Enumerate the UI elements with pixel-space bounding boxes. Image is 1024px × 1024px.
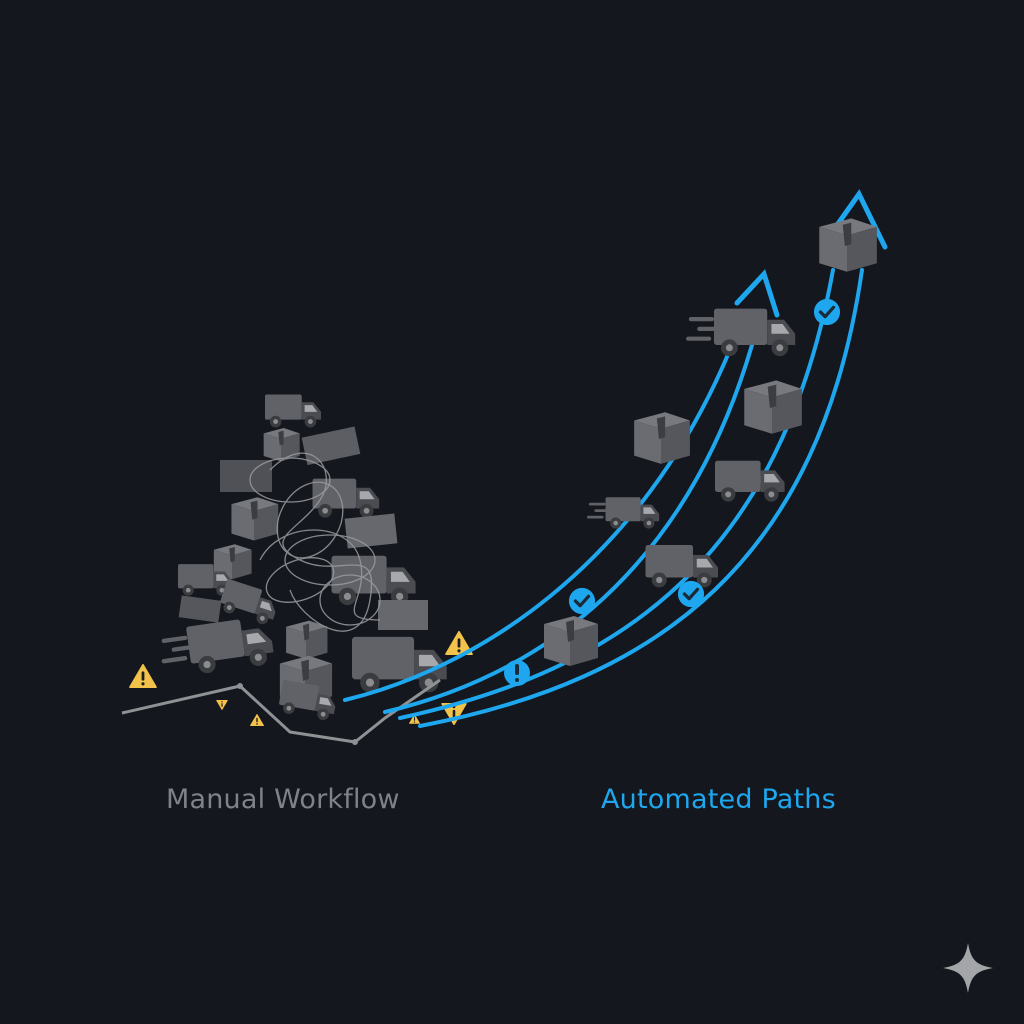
shipping-label-icon xyxy=(378,600,428,630)
automated-path-4 xyxy=(418,268,864,728)
shipping-label-icon xyxy=(301,426,361,466)
warning-icon xyxy=(129,664,157,688)
manual-workflow-pile xyxy=(121,394,447,745)
delivery-truck-icon xyxy=(265,394,322,428)
package-box-icon xyxy=(286,620,328,659)
exclamation-circle-icon xyxy=(504,660,530,686)
delivery-truck-icon xyxy=(217,578,281,628)
package-box-icon xyxy=(744,380,802,434)
manual-workflow-label: Manual Workflow xyxy=(166,784,400,815)
package-box-icon xyxy=(634,412,690,464)
package-box-icon xyxy=(220,460,272,492)
warning-icon xyxy=(216,700,228,710)
automated-path-3 xyxy=(398,268,835,720)
delivery-truck-icon xyxy=(312,478,380,518)
check-circle-icon xyxy=(813,298,841,326)
check-circle-icon xyxy=(677,580,705,608)
automated-paths xyxy=(343,189,888,728)
automated-items xyxy=(504,218,877,686)
package-box-icon xyxy=(544,616,598,666)
arrow-head-icon xyxy=(734,269,780,318)
package-box-icon xyxy=(231,497,279,541)
warning-icon xyxy=(250,714,264,726)
delivery-truck-icon xyxy=(331,555,416,606)
automated-paths-label: Automated Paths xyxy=(601,784,836,815)
package-box-icon xyxy=(819,218,877,272)
shipping-label-icon xyxy=(344,513,398,549)
package-box-icon xyxy=(263,428,300,462)
shipping-label-icon xyxy=(178,595,222,623)
fast-truck-warning-icon xyxy=(157,615,275,679)
sparkle-icon xyxy=(943,943,993,993)
check-circle-icon xyxy=(568,587,596,615)
tangled-lines xyxy=(249,452,381,632)
